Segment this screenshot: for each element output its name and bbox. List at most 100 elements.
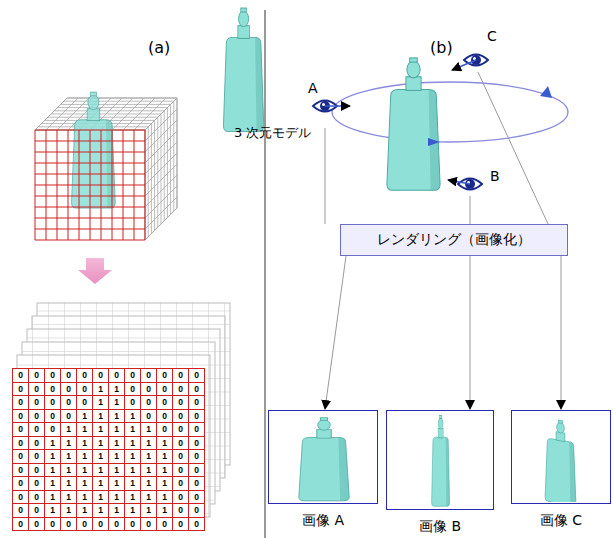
voxel-value: 0 [13, 369, 29, 383]
bottle-model [223, 8, 263, 131]
voxel-value: 0 [189, 450, 205, 464]
bottle [299, 418, 349, 501]
voxel-value: 1 [109, 464, 125, 478]
voxel-value: 0 [13, 477, 29, 491]
voxel-value: 1 [45, 491, 61, 505]
bottle-stopper [407, 61, 420, 78]
bottle [223, 8, 263, 131]
voxel-value: 1 [61, 423, 77, 437]
stroke [134, 130, 135, 240]
stroke [64, 101, 174, 102]
voxel-value: 0 [173, 491, 189, 505]
bottle-neck [87, 109, 99, 121]
voxel-value: 1 [125, 464, 141, 478]
voxel-value: 1 [93, 410, 109, 424]
bottle-shade [569, 442, 576, 502]
voxel-value: 1 [141, 491, 157, 505]
voxel-value: 0 [93, 518, 109, 532]
voxel-value: 0 [45, 423, 61, 437]
image-caption: 画像 A [268, 512, 378, 530]
voxel-value: 0 [141, 518, 157, 532]
voxel-value: 1 [157, 504, 173, 518]
voxel-value: 1 [125, 410, 141, 424]
voxel-value: 1 [109, 437, 125, 451]
view-line [470, 196, 471, 224]
bottle-shade [255, 37, 264, 131]
render-arrow [325, 256, 346, 409]
voxel-value: 1 [93, 437, 109, 451]
bottle [72, 92, 116, 208]
bottle-cap [320, 418, 327, 421]
view-direction [448, 180, 470, 184]
voxel-value: 1 [109, 383, 125, 397]
panel-label: (b) [430, 38, 453, 57]
voxel-value: 1 [109, 410, 125, 424]
voxel-value: 1 [141, 437, 157, 451]
bottle-body [432, 437, 450, 506]
stroke [35, 240, 145, 241]
orbit-arrow [540, 86, 552, 98]
voxel-value: 0 [61, 369, 77, 383]
stroke [35, 229, 145, 230]
bottle [387, 58, 440, 190]
bottle [545, 418, 576, 502]
voxel-value: 1 [125, 437, 141, 451]
image-frame: 画像 C [511, 410, 611, 530]
stroke [51, 114, 161, 115]
voxel-value: 0 [29, 450, 45, 464]
voxel-value: 0 [173, 423, 189, 437]
voxel-value: 0 [45, 383, 61, 397]
voxel-value: 0 [13, 450, 29, 464]
voxel-value: 0 [29, 383, 45, 397]
stroke [170, 104, 171, 214]
voxel-value: 0 [157, 423, 173, 437]
voxel-value: 1 [61, 437, 77, 451]
viewpoint-label: A [308, 80, 318, 96]
image-caption: 画像 C [511, 512, 611, 530]
voxel-value: 1 [109, 423, 125, 437]
down-arrow [78, 258, 112, 284]
voxel-value: 0 [125, 383, 141, 397]
voxel-value: 1 [61, 464, 77, 478]
voxel-value: 0 [109, 518, 125, 532]
voxel-value: 1 [45, 450, 61, 464]
stroke [112, 130, 113, 240]
voxel-value: 1 [109, 477, 125, 491]
image-border [268, 410, 378, 504]
divider [265, 10, 266, 538]
voxel-value: 0 [61, 383, 77, 397]
stroke [145, 208, 177, 240]
view-direction [325, 105, 350, 107]
voxel-value: 0 [13, 410, 29, 424]
panel-label: (a) [148, 38, 170, 57]
view-direction [452, 60, 476, 70]
bottle-cap [241, 8, 247, 12]
image-border [511, 410, 611, 504]
voxel-value: 0 [157, 518, 173, 532]
voxel-value: 1 [61, 477, 77, 491]
voxel-value: 1 [77, 437, 93, 451]
voxel-value: 1 [157, 450, 173, 464]
voxel-value: 0 [45, 396, 61, 410]
bottle-stopper [318, 420, 331, 431]
bottle-body [545, 438, 576, 502]
voxel-value: 0 [29, 491, 45, 505]
voxel-value: 1 [141, 464, 157, 478]
voxel-value: 1 [77, 464, 93, 478]
image-border [386, 410, 494, 510]
voxel-value: 0 [173, 477, 189, 491]
voxel-value: 1 [77, 477, 93, 491]
bottle-stopper [557, 422, 565, 434]
voxel-value: 1 [77, 423, 93, 437]
voxel-value: 0 [157, 396, 173, 410]
stroke [67, 98, 177, 99]
bottle-cap [439, 416, 442, 419]
voxel-value: 0 [29, 518, 45, 532]
stroke [177, 98, 178, 208]
voxel-value: 0 [189, 410, 205, 424]
stroke [35, 207, 145, 208]
viewpoint-label: B [490, 168, 500, 184]
stroke [145, 98, 177, 130]
voxel-value: 0 [173, 464, 189, 478]
voxel-value: 0 [29, 504, 45, 518]
